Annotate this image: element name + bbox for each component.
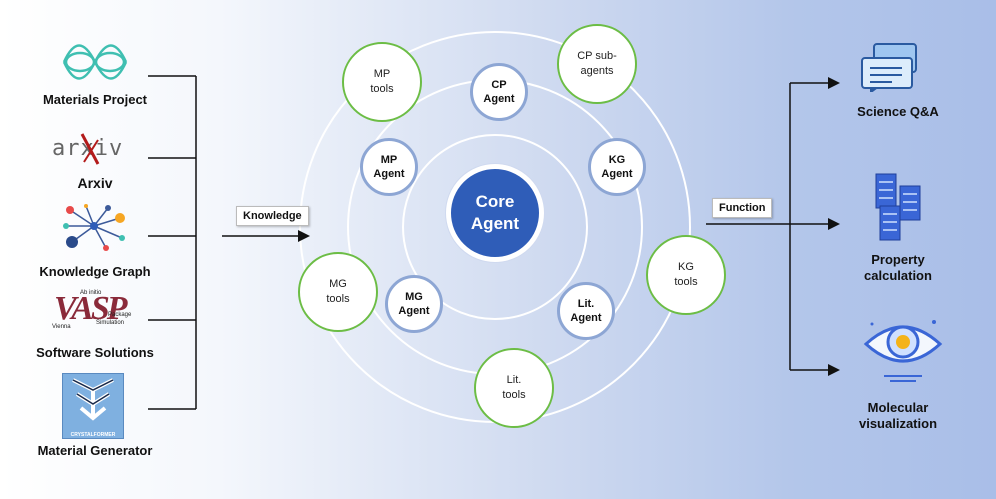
source-label-materials-project: Materials Project xyxy=(42,92,148,107)
crystalformer-logo-text: CRYSTALFORMER xyxy=(70,432,116,438)
arxiv-logo: arxiv xyxy=(52,133,132,165)
tool-node-mg: MG tools xyxy=(298,252,378,332)
agent-label-mp: MP Agent xyxy=(373,154,405,180)
arrowhead-property xyxy=(828,218,840,230)
crystalformer-emblem xyxy=(72,378,114,421)
tool-label-mg: MG tools xyxy=(326,278,350,305)
knowledge-arrowhead xyxy=(298,230,310,242)
tool-node-cp-subagents: CP sub- agents xyxy=(557,24,637,104)
inner-ring xyxy=(402,134,588,320)
crystalformer-logo: CRYSTALFORMER xyxy=(62,373,124,439)
agent-label-lit: Lit. Agent xyxy=(570,298,602,324)
vasp-word-vienna: Vienna xyxy=(52,324,71,330)
arrowhead-visualization xyxy=(828,364,840,376)
tool-node-mp: MP tools xyxy=(342,42,422,122)
agent-node-kg: KG Agent xyxy=(588,138,646,196)
materials-project-logo xyxy=(62,44,128,80)
vasp-word-simulation: Simulation xyxy=(96,320,125,326)
output-bracket xyxy=(706,82,830,371)
tool-node-kg: KG tools xyxy=(646,235,726,315)
tool-label-mp: MP tools xyxy=(370,68,394,95)
chat-bubbles-icon xyxy=(861,43,917,92)
agent-label-mg: MG Agent xyxy=(398,291,430,317)
agent-node-mg: MG Agent xyxy=(385,275,443,333)
vasp-word-ab-initio: Ab initio xyxy=(80,290,102,296)
tool-node-lit: Lit. tools xyxy=(474,348,554,428)
agent-node-lit: Lit. Agent xyxy=(557,282,615,340)
knowledge-graph-icon xyxy=(63,204,125,251)
agent-label-kg: KG Agent xyxy=(601,154,633,180)
agent-node-cp: CP Agent xyxy=(470,63,528,121)
agent-label-cp: CP Agent xyxy=(483,79,515,105)
vasp-word-package: Package xyxy=(108,312,132,318)
source-label-knowledge-graph: Knowledge Graph xyxy=(39,264,151,279)
server-stack-icon xyxy=(875,173,921,241)
vasp-logo-text: VASP xyxy=(54,290,127,327)
tool-label-cp-subagents: CP sub- agents xyxy=(577,50,617,77)
core-agent-node: Core Agent xyxy=(446,164,544,262)
arxiv-x-mark xyxy=(80,133,100,165)
source-label-software-solutions: Software Solutions xyxy=(36,345,154,360)
source-label-arxiv: Arxiv xyxy=(77,175,113,191)
source-label-material-generator: Material Generator xyxy=(37,443,153,458)
tool-label-kg: KG tools xyxy=(674,261,698,288)
eye-icon xyxy=(863,320,943,382)
source-bracket xyxy=(148,75,197,410)
agent-node-mp: MP Agent xyxy=(360,138,418,196)
output-label-science-qa: Science Q&A xyxy=(857,104,939,119)
function-tag: Function xyxy=(712,198,773,218)
vasp-logo: VASP Vienna Ab initio Simulation Package xyxy=(52,290,132,334)
output-label-property-calculation: Property calculation xyxy=(864,252,932,283)
knowledge-tag: Knowledge xyxy=(236,206,309,226)
tool-label-lit: Lit. tools xyxy=(502,374,526,401)
core-agent-label: Core Agent xyxy=(470,192,520,233)
output-label-molecular-visualization: Molecular visualization xyxy=(858,400,938,431)
arrowhead-science-qa xyxy=(828,77,840,89)
